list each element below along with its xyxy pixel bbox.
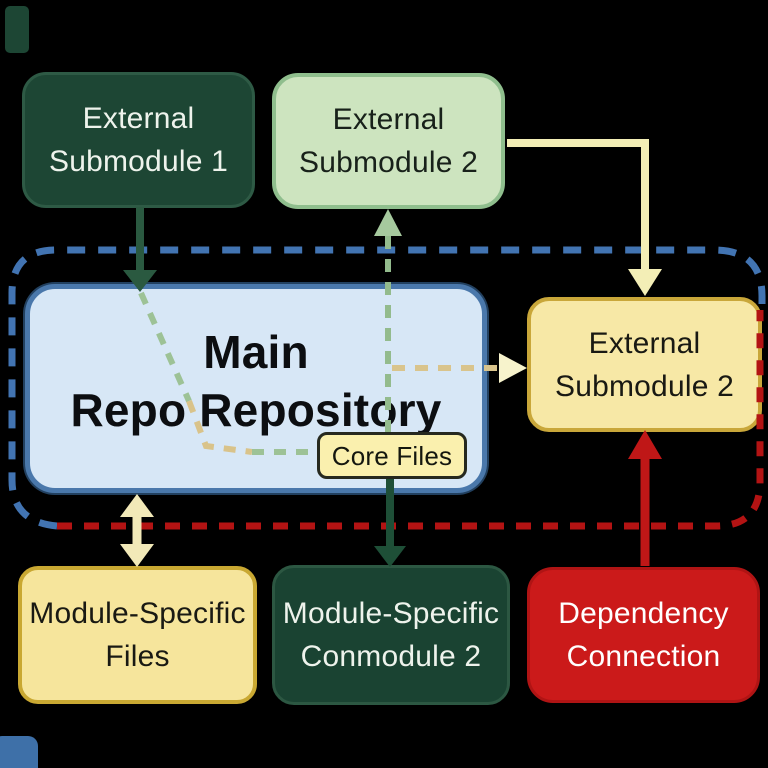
arrowhead-up-icon [374,209,402,236]
node-module-specific-files: Module-Specific Files [18,566,257,704]
node-module-specific-conmodule-2: Module-Specific Conmodule 2 [272,565,510,705]
arrowhead-up-icon [628,430,662,459]
node-label-line: Main [203,326,309,378]
node-label-line: Submodule 1 [49,145,228,178]
node-core-files: Core Files [317,432,467,479]
node-label-line: Module-Specific [29,597,246,630]
arrowhead-down-icon [374,546,406,567]
node-label-line: Submodule 2 [299,146,478,179]
arrowhead-up-icon [120,494,154,517]
node-external-submodule-2-right: External Submodule 2 [527,297,762,432]
arrow-main-modulefiles-bidirectional [120,494,154,567]
corner-artifact-green [5,6,29,53]
node-label-line: Dependency [558,597,729,630]
node-label-line: External [332,103,445,136]
node-dependency-connection: Dependency Connection [527,567,760,703]
node-label-line: Module-Specific [282,597,500,630]
arrow-submodule1-to-main [123,207,157,292]
node-external-submodule-1: External Submodule 1 [22,72,255,208]
corner-artifact-blue [0,736,38,768]
node-label-line: External [82,102,195,135]
arrowhead-right-icon [499,353,527,383]
arrow-dependency-to-submodule2right [628,430,662,566]
node-external-submodule-2-top: External Submodule 2 [272,73,505,209]
node-label-line: Core Files [331,440,453,471]
node-label-line: External [588,326,701,360]
node-label-line: Connection [566,640,721,673]
node-label-line: Conmodule 2 [300,640,482,673]
arrowhead-down-icon [120,544,154,567]
node-label-line: Repo Repository [70,384,442,436]
node-label-line: Files [105,640,170,673]
arrowhead-down-icon [628,269,662,296]
node-label-line: Submodule 2 [555,369,734,403]
arrow-submodule2top-to-submodule2right [507,139,662,296]
arrow-shaft [507,139,649,270]
